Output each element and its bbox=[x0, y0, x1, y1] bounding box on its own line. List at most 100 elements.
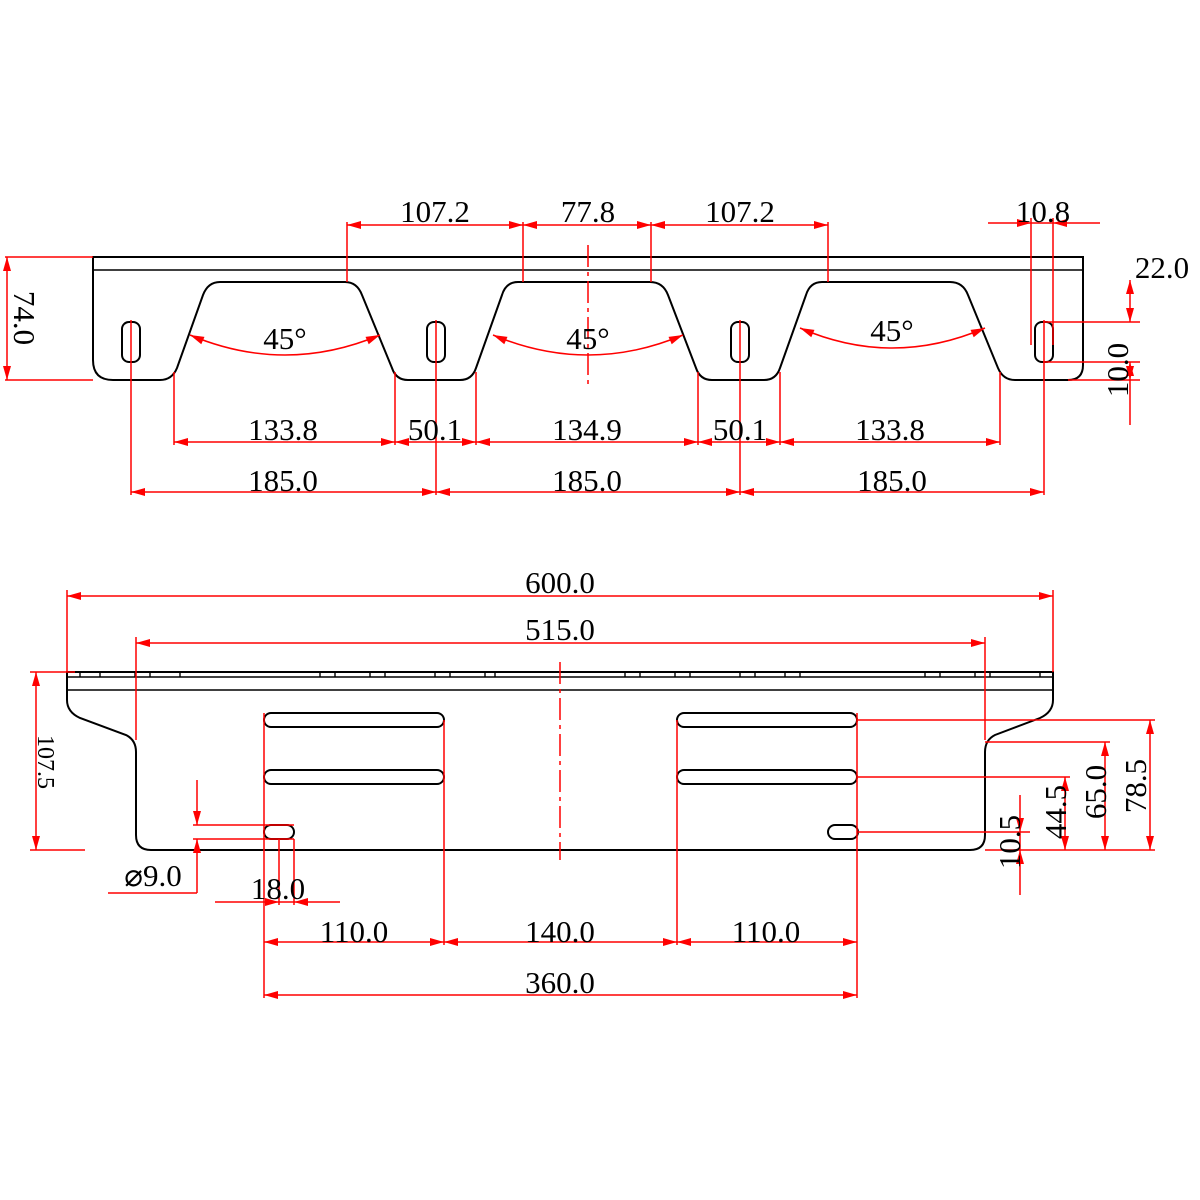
arrowhead bbox=[1126, 366, 1134, 380]
dim-label: 10.0 bbox=[1100, 343, 1135, 397]
arrowhead bbox=[843, 938, 857, 946]
long-slot bbox=[676, 769, 858, 785]
arrowhead bbox=[1146, 720, 1154, 734]
arrowhead bbox=[677, 938, 691, 946]
arrowhead bbox=[1039, 592, 1053, 600]
dim-label: 107.2 bbox=[705, 194, 775, 229]
arrowhead bbox=[800, 328, 815, 338]
dim-label: 107.2 bbox=[400, 194, 470, 229]
arrowhead bbox=[174, 438, 188, 446]
bottom-view-outline bbox=[66, 671, 1054, 851]
arrowhead bbox=[430, 938, 444, 946]
arrowhead bbox=[698, 438, 712, 446]
arrowhead bbox=[1146, 836, 1154, 850]
short-slot bbox=[827, 824, 859, 840]
arrowhead bbox=[476, 438, 490, 446]
arrowhead bbox=[523, 221, 537, 229]
angle-arc bbox=[799, 327, 986, 349]
arrowhead bbox=[264, 938, 278, 946]
arrowhead bbox=[67, 592, 81, 600]
dim-label: 140.0 bbox=[525, 914, 595, 949]
arrowhead bbox=[509, 221, 523, 229]
dim-label: 74.0 bbox=[7, 291, 42, 345]
arrowhead bbox=[1053, 219, 1067, 227]
arrowhead bbox=[444, 938, 458, 946]
angle-label: 45° bbox=[263, 321, 306, 356]
arrowhead bbox=[462, 438, 476, 446]
arrowhead bbox=[131, 488, 145, 496]
arrowhead bbox=[3, 257, 11, 271]
dim-label: 110.0 bbox=[732, 914, 801, 949]
arrowhead bbox=[381, 438, 395, 446]
arrowhead bbox=[970, 328, 985, 338]
arrowhead bbox=[814, 221, 828, 229]
top-view bbox=[92, 245, 1084, 388]
arrowhead bbox=[663, 938, 677, 946]
arrowhead bbox=[365, 335, 380, 345]
arrowhead bbox=[32, 836, 40, 850]
dim-label: 185.0 bbox=[857, 463, 927, 498]
long-slot bbox=[263, 769, 445, 785]
dim-label: ⌀9.0 bbox=[124, 858, 181, 893]
dim-label: 515.0 bbox=[525, 612, 595, 647]
arrowhead bbox=[265, 898, 279, 906]
short-slot bbox=[263, 824, 295, 840]
arrowhead bbox=[668, 335, 683, 345]
angle-arc bbox=[189, 334, 381, 356]
long-slot bbox=[263, 712, 445, 728]
arrowhead bbox=[1017, 219, 1031, 227]
arrowhead bbox=[136, 639, 150, 647]
arrowhead bbox=[1061, 777, 1069, 791]
angle-label: 45° bbox=[566, 321, 609, 356]
arrowhead bbox=[1030, 488, 1044, 496]
dim-label: 600.0 bbox=[525, 565, 595, 600]
arrowhead bbox=[1126, 308, 1134, 322]
dim-label: 134.9 bbox=[552, 412, 622, 447]
arrowhead bbox=[193, 811, 201, 825]
top-view-outline bbox=[92, 256, 1084, 381]
arrowhead bbox=[726, 488, 740, 496]
arrowhead bbox=[1101, 836, 1109, 850]
arrowhead bbox=[684, 438, 698, 446]
arrowhead bbox=[843, 991, 857, 999]
arrowhead bbox=[1016, 850, 1024, 864]
arrowhead bbox=[1101, 742, 1109, 756]
arrowhead bbox=[32, 672, 40, 686]
arrowhead bbox=[493, 335, 508, 345]
arrowhead bbox=[780, 438, 794, 446]
angle-arc bbox=[492, 334, 684, 356]
dim-label: 185.0 bbox=[248, 463, 318, 498]
arrowhead bbox=[1061, 836, 1069, 850]
arrowhead bbox=[651, 221, 665, 229]
dim-label: 110.0 bbox=[320, 914, 389, 949]
flange-ticks bbox=[79, 672, 1041, 677]
dim-label: 77.8 bbox=[561, 194, 615, 229]
arrowhead bbox=[436, 488, 450, 496]
dimension-lines bbox=[3, 218, 1155, 999]
arrowhead bbox=[190, 335, 205, 345]
arrowhead bbox=[1016, 818, 1024, 832]
dim-label: 107.5 bbox=[32, 735, 58, 789]
bottom-view bbox=[66, 662, 1054, 860]
arrowhead bbox=[971, 639, 985, 647]
dim-label: 50.1 bbox=[408, 412, 462, 447]
dim-label: 10.8 bbox=[1016, 194, 1070, 229]
dim-label: 360.0 bbox=[525, 965, 595, 1000]
arrowhead bbox=[1126, 280, 1134, 294]
dim-label: 65.0 bbox=[1078, 765, 1113, 819]
dim-label: 44.5 bbox=[1038, 785, 1073, 839]
arrowhead bbox=[740, 488, 754, 496]
arrowhead bbox=[986, 438, 1000, 446]
dim-label: 133.8 bbox=[855, 412, 925, 447]
dim-label: 10.5 bbox=[992, 815, 1027, 869]
dim-label: 22.0 bbox=[1135, 250, 1189, 285]
arrowhead bbox=[347, 221, 361, 229]
dim-label: 50.1 bbox=[713, 412, 767, 447]
arrowhead bbox=[637, 221, 651, 229]
dim-label: 18.0 bbox=[251, 871, 305, 906]
arrowhead bbox=[193, 839, 201, 853]
dim-label: 133.8 bbox=[248, 412, 318, 447]
arrowhead bbox=[3, 366, 11, 380]
angle-label: 45° bbox=[870, 313, 913, 348]
